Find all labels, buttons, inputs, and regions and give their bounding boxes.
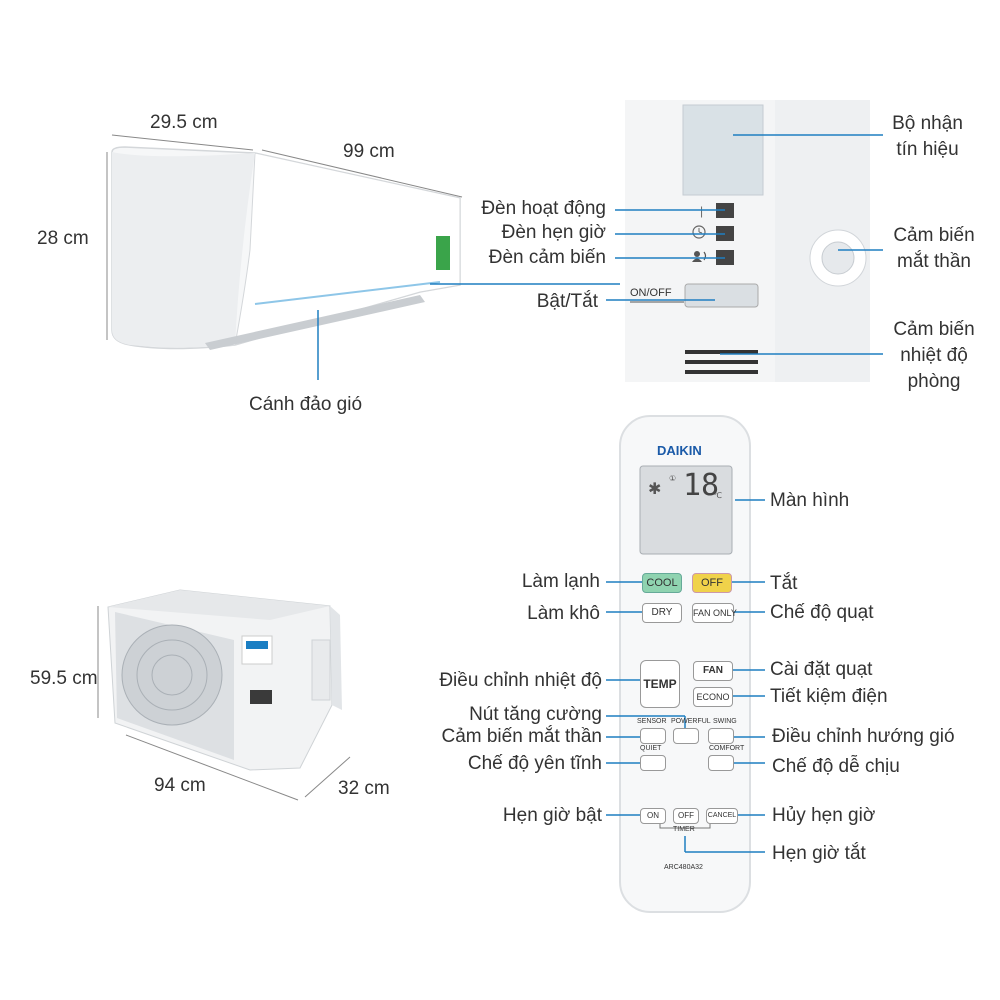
powerful-button-text: POWERFUL	[671, 718, 711, 725]
timer-text: TIMER	[673, 826, 695, 833]
eye-sensor-label: Cảm biến mắt thần	[893, 225, 975, 272]
sensor-lamp-label: Đèn cảm biến	[488, 247, 606, 268]
off-label: Tắt	[770, 573, 798, 594]
cool-button[interactable]: COOL	[642, 573, 682, 593]
display-label: Màn hình	[770, 490, 850, 511]
swing-button[interactable]	[708, 728, 734, 744]
outdoor-unit	[97, 589, 351, 801]
indoor-unit	[106, 134, 620, 380]
svg-text:✱: ✱	[648, 479, 661, 498]
dimension-line-outdoor-depth	[304, 756, 351, 798]
temp-label: Điều chỉnh nhiệt độ	[439, 670, 602, 691]
timer-lamp-icon	[692, 225, 706, 239]
dry-button[interactable]: DRY	[642, 603, 682, 623]
outdoor-width-label: 94 cm	[154, 775, 206, 796]
comfort-button-text: COMFORT	[709, 745, 745, 752]
sensor-lamp-icon	[694, 251, 700, 257]
swing-flap	[205, 295, 425, 350]
swing-button-text: SWING	[713, 718, 737, 725]
timer-lamp-label: Đèn hẹn giờ	[501, 222, 606, 243]
room-temp-sensor-label: Cảm biến nhiệt độ phòng	[893, 319, 975, 392]
powerful-label: Nút tăng cường	[469, 704, 602, 725]
sensor-button-text: SENSOR	[637, 718, 667, 725]
econo-label: Tiết kiệm điện	[770, 686, 888, 707]
on-off-label: Bật/Tắt	[536, 291, 598, 312]
cancel-button[interactable]: CANCEL	[706, 808, 738, 824]
comfort-button[interactable]	[708, 755, 734, 771]
svg-text:①: ①	[669, 474, 676, 483]
swing-flap-label: Cánh đảo gió	[249, 394, 363, 415]
sensor-label: Cảm biến mắt thần	[441, 726, 602, 747]
indoor-height-label: 28 cm	[37, 228, 89, 249]
quiet-label: Chế độ yên tĩnh	[467, 753, 602, 774]
dry-label: Làm khô	[527, 603, 600, 624]
daikin-logo-outdoor	[241, 635, 273, 665]
swing-label: Điều chỉnh hướng gió	[772, 726, 955, 747]
dimension-line-outdoor-width	[125, 734, 299, 801]
fan-label: Cài đặt quạt	[770, 659, 873, 680]
remote-display-value: 18	[683, 468, 720, 503]
sensor-button[interactable]	[640, 728, 666, 744]
signal-receiver	[682, 104, 764, 196]
svg-text:℃: ℃	[713, 491, 722, 500]
quiet-button[interactable]	[640, 755, 666, 771]
econo-button[interactable]: ECONO	[693, 687, 733, 707]
signal-receiver-label: Bộ nhận tín hiệu	[892, 113, 963, 160]
remote-display	[639, 465, 733, 555]
operation-lamp-label: Đèn hoạt động	[481, 198, 606, 219]
eye-sensor	[821, 241, 855, 275]
timer-off-label: Hẹn giờ tắt	[772, 843, 866, 864]
fan-only-button[interactable]: FAN ONLY	[692, 603, 737, 623]
remote-model: ARC480A32	[664, 864, 703, 871]
temp-button[interactable]: TEMP	[640, 660, 680, 708]
cool-label: Làm lạnh	[521, 571, 600, 592]
timer-on-button[interactable]: ON	[640, 808, 666, 824]
operation-lamp-icon: |	[700, 204, 703, 218]
comfort-label: Chế độ dễ chịu	[772, 756, 900, 777]
quiet-button-text: QUIET	[640, 745, 662, 752]
fan-button[interactable]: FAN	[693, 661, 733, 681]
indoor-panel-closeup: |	[606, 100, 883, 382]
outdoor-depth-label: 32 cm	[338, 778, 390, 799]
dimension-line-width	[261, 149, 463, 198]
remote-control: ✱ ① ℃	[606, 415, 765, 913]
on-off-button-text: ON/OFF	[630, 287, 672, 299]
remote-brand: DAIKIN	[657, 443, 702, 458]
timer-on-label: Hẹn giờ bật	[502, 805, 602, 826]
off-button[interactable]: OFF	[692, 573, 732, 593]
powerful-button[interactable]	[673, 728, 699, 744]
energy-label-icon	[436, 236, 450, 270]
indoor-width-label: 99 cm	[343, 141, 395, 162]
cancel-label: Hủy hẹn giờ	[772, 805, 876, 826]
timer-off-button[interactable]: OFF	[673, 808, 699, 824]
dimension-line-depth	[111, 134, 254, 151]
fan-only-label: Chế độ quạt	[770, 602, 874, 623]
indoor-depth-label: 29.5 cm	[150, 112, 218, 133]
outdoor-height-label: 59.5 cm	[30, 668, 98, 689]
